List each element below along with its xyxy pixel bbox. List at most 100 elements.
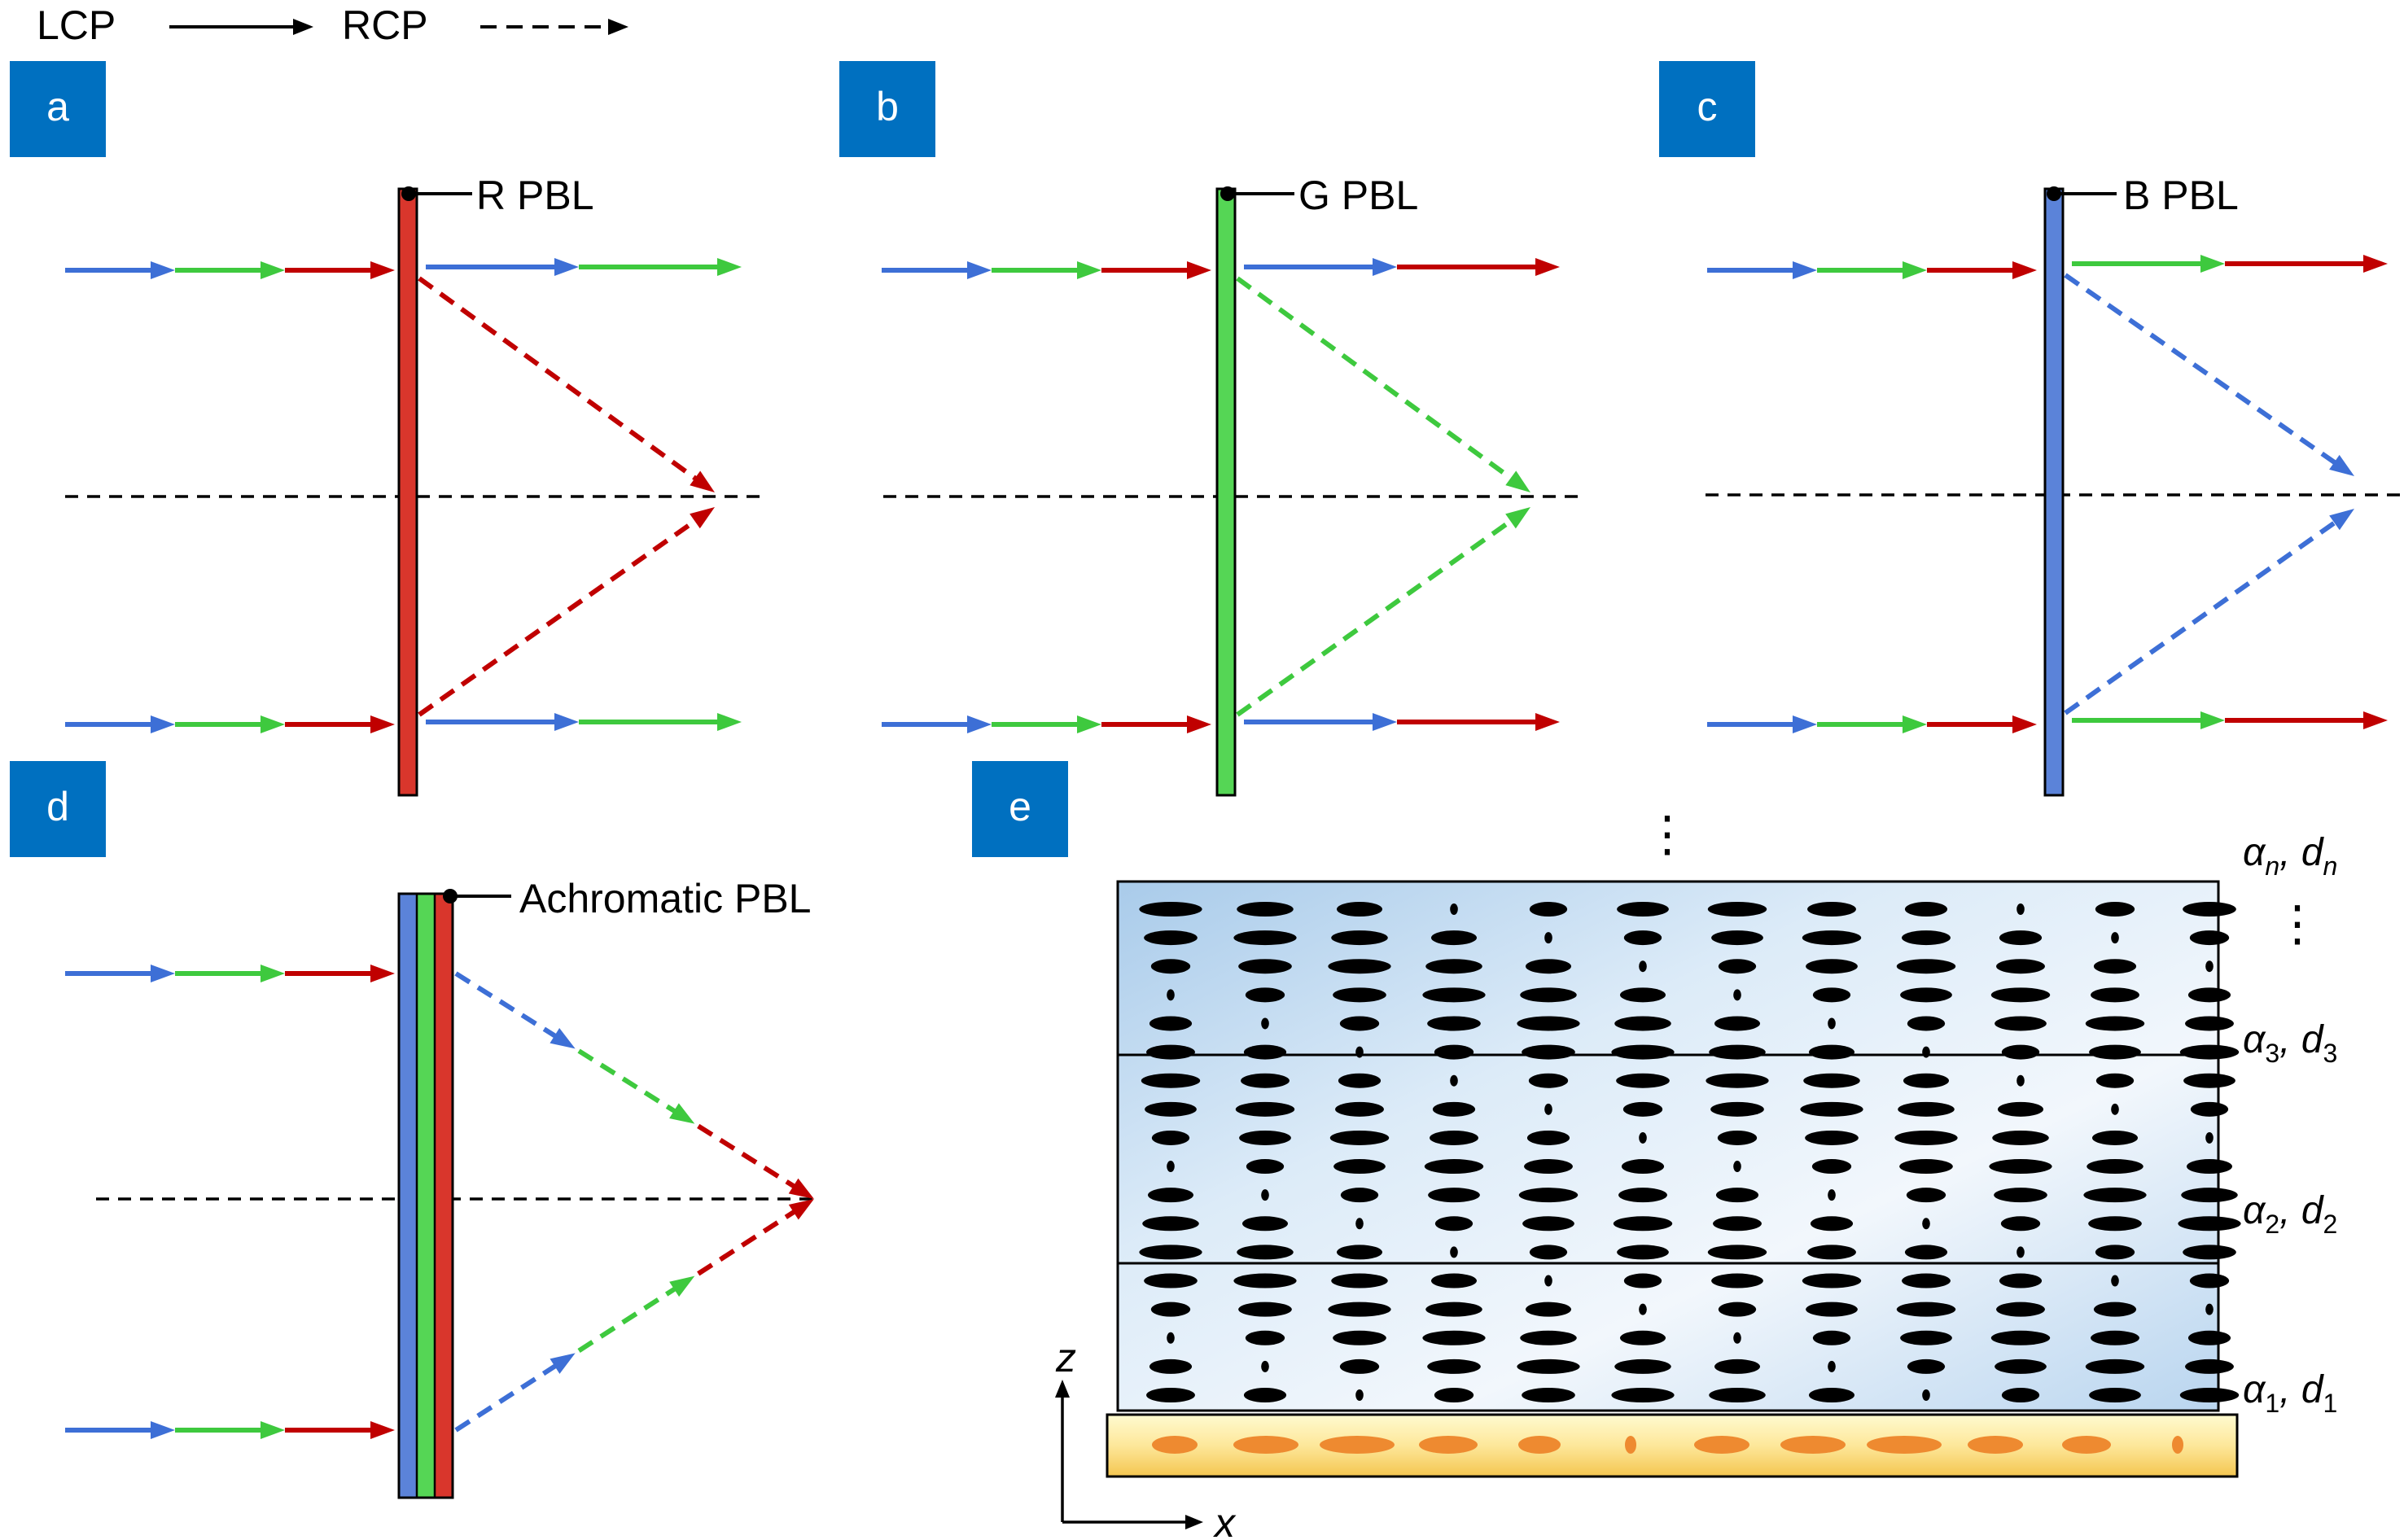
panel-a-top-in-blue [65,261,175,279]
lc-molecule [1337,902,1382,917]
lc-molecule [1995,1358,2047,1374]
panel-c-top-in-green [1817,261,1927,279]
lc-molecule [1809,1388,1854,1402]
lc-molecule [1520,1330,1577,1345]
panel-c-lens-blue [2043,187,2065,797]
panel-c-bottom-out-green [2072,711,2225,729]
lc-molecule [1717,1130,1758,1145]
lc-molecule [2111,932,2119,944]
lc-molecule [1237,1245,1294,1260]
lc-molecule [1430,1130,1478,1145]
layer-label-2: α2, d2 [2243,1189,2337,1239]
svg-text:α2, d2: α2, d2 [2243,1189,2337,1239]
lc-molecule [2183,902,2236,917]
panel-a-top-in-green [175,261,285,279]
lc-molecule [1900,987,1952,1003]
lc-molecule [1904,1245,1948,1260]
lc-molecule [1711,930,1763,946]
lc-molecule [1614,1016,1671,1031]
badge-e [972,761,1068,857]
lc-molecule [1990,987,2051,1003]
lc-molecule [1718,1302,1757,1317]
lc-molecule [1902,930,1951,946]
alignment-molecule [2172,1436,2183,1454]
lc-molecule [2087,1159,2143,1175]
lc-molecule [2085,1358,2145,1374]
lc-molecule [2205,960,2214,973]
lc-molecule [1450,1074,1458,1087]
lc-molecule [1903,1073,1949,1088]
panel-c-bottom-in-blue [1707,715,1817,733]
legend: LCP RCP [37,2,628,48]
lc-molecule [1242,1216,1288,1232]
lc-molecule [1261,1017,1269,1030]
panel-d-focus-bottom-green [577,1275,695,1354]
panel-a-focus-bottom-red [418,507,715,717]
lc-molecule [2083,1188,2147,1203]
lc-molecule [1434,1388,1474,1402]
lc-molecule [1340,1188,1379,1203]
lc-molecule [1520,987,1577,1003]
lc-molecule [2183,1073,2235,1088]
lc-molecules [1139,902,2241,1402]
lc-molecule [2001,1044,2040,1060]
lc-molecule [1996,959,2045,974]
alignment-molecule [1780,1436,1846,1454]
lc-molecule [2088,1216,2142,1232]
lc-molecule [1812,1330,1851,1345]
svg-text:α1, d1: α1, d1 [2243,1368,2337,1418]
lc-molecule [1998,1101,2043,1117]
lc-molecule [1802,1273,1862,1288]
lc-molecule [2089,1388,2141,1402]
lc-molecule [1733,989,1741,1001]
lc-molecule [1809,1044,1854,1060]
panel-d-lens-red-layer [435,894,453,1498]
panel-b-top-in-green [992,261,1101,279]
panel-b-lens-green [1215,187,1237,797]
lc-molecule [1328,959,1391,974]
lc-molecule [1922,1389,1930,1401]
panel-c-rays [1707,255,2388,733]
badge-c-label: c [1697,84,1718,129]
lc-molecule [1146,1044,1195,1060]
lc-molecule [1807,902,1856,917]
lc-molecule [1706,1073,1769,1088]
panel-d-focus-bottom-red [697,1199,814,1276]
lc-molecule [1450,903,1458,915]
lc-molecule [1522,1044,1575,1060]
lc-molecule [1800,1101,1863,1117]
lc-molecule [2000,1216,2041,1232]
lc-molecule [1517,1016,1580,1031]
layer-label-3: α3, d3 [2243,1018,2337,1068]
lc-molecule [1999,930,2043,946]
panel-c-top-in-red [1927,261,2037,279]
lc-molecule [2183,1245,2236,1260]
lc-molecule [1907,1358,1946,1374]
alignment-molecule [1152,1436,1198,1454]
panel-b-bottom-out-red [1397,713,1560,731]
lc-molecule [1714,1358,1760,1374]
lc-molecule [1613,1216,1673,1232]
lc-molecule [1900,1330,1952,1345]
lc-molecule [1922,1218,1930,1230]
lc-molecule [1243,1388,1287,1402]
lc-molecule [2092,1130,2138,1145]
lc-molecule [1715,1188,1759,1203]
badge-a-label: a [46,84,69,129]
lc-molecule [1246,1159,1285,1175]
lc-molecule [2190,1101,2229,1117]
lc-molecule [1614,1358,1671,1374]
badge-b [839,61,935,157]
panel-a-top-out-blue [426,258,579,276]
lc-molecule [1992,1130,2049,1145]
lc-molecule [1167,1332,1175,1344]
lc-molecule [1810,1216,1854,1232]
lc-molecule [1422,987,1486,1003]
panel-d-lens-green-layer [417,894,435,1498]
lc-molecule [1906,1188,1946,1203]
lc-molecule [1149,1358,1193,1374]
lc-molecule [1517,1358,1580,1374]
lc-molecule [1616,1073,1670,1088]
lc-molecule [1707,902,1767,917]
alignment-molecules [1152,1436,2183,1454]
